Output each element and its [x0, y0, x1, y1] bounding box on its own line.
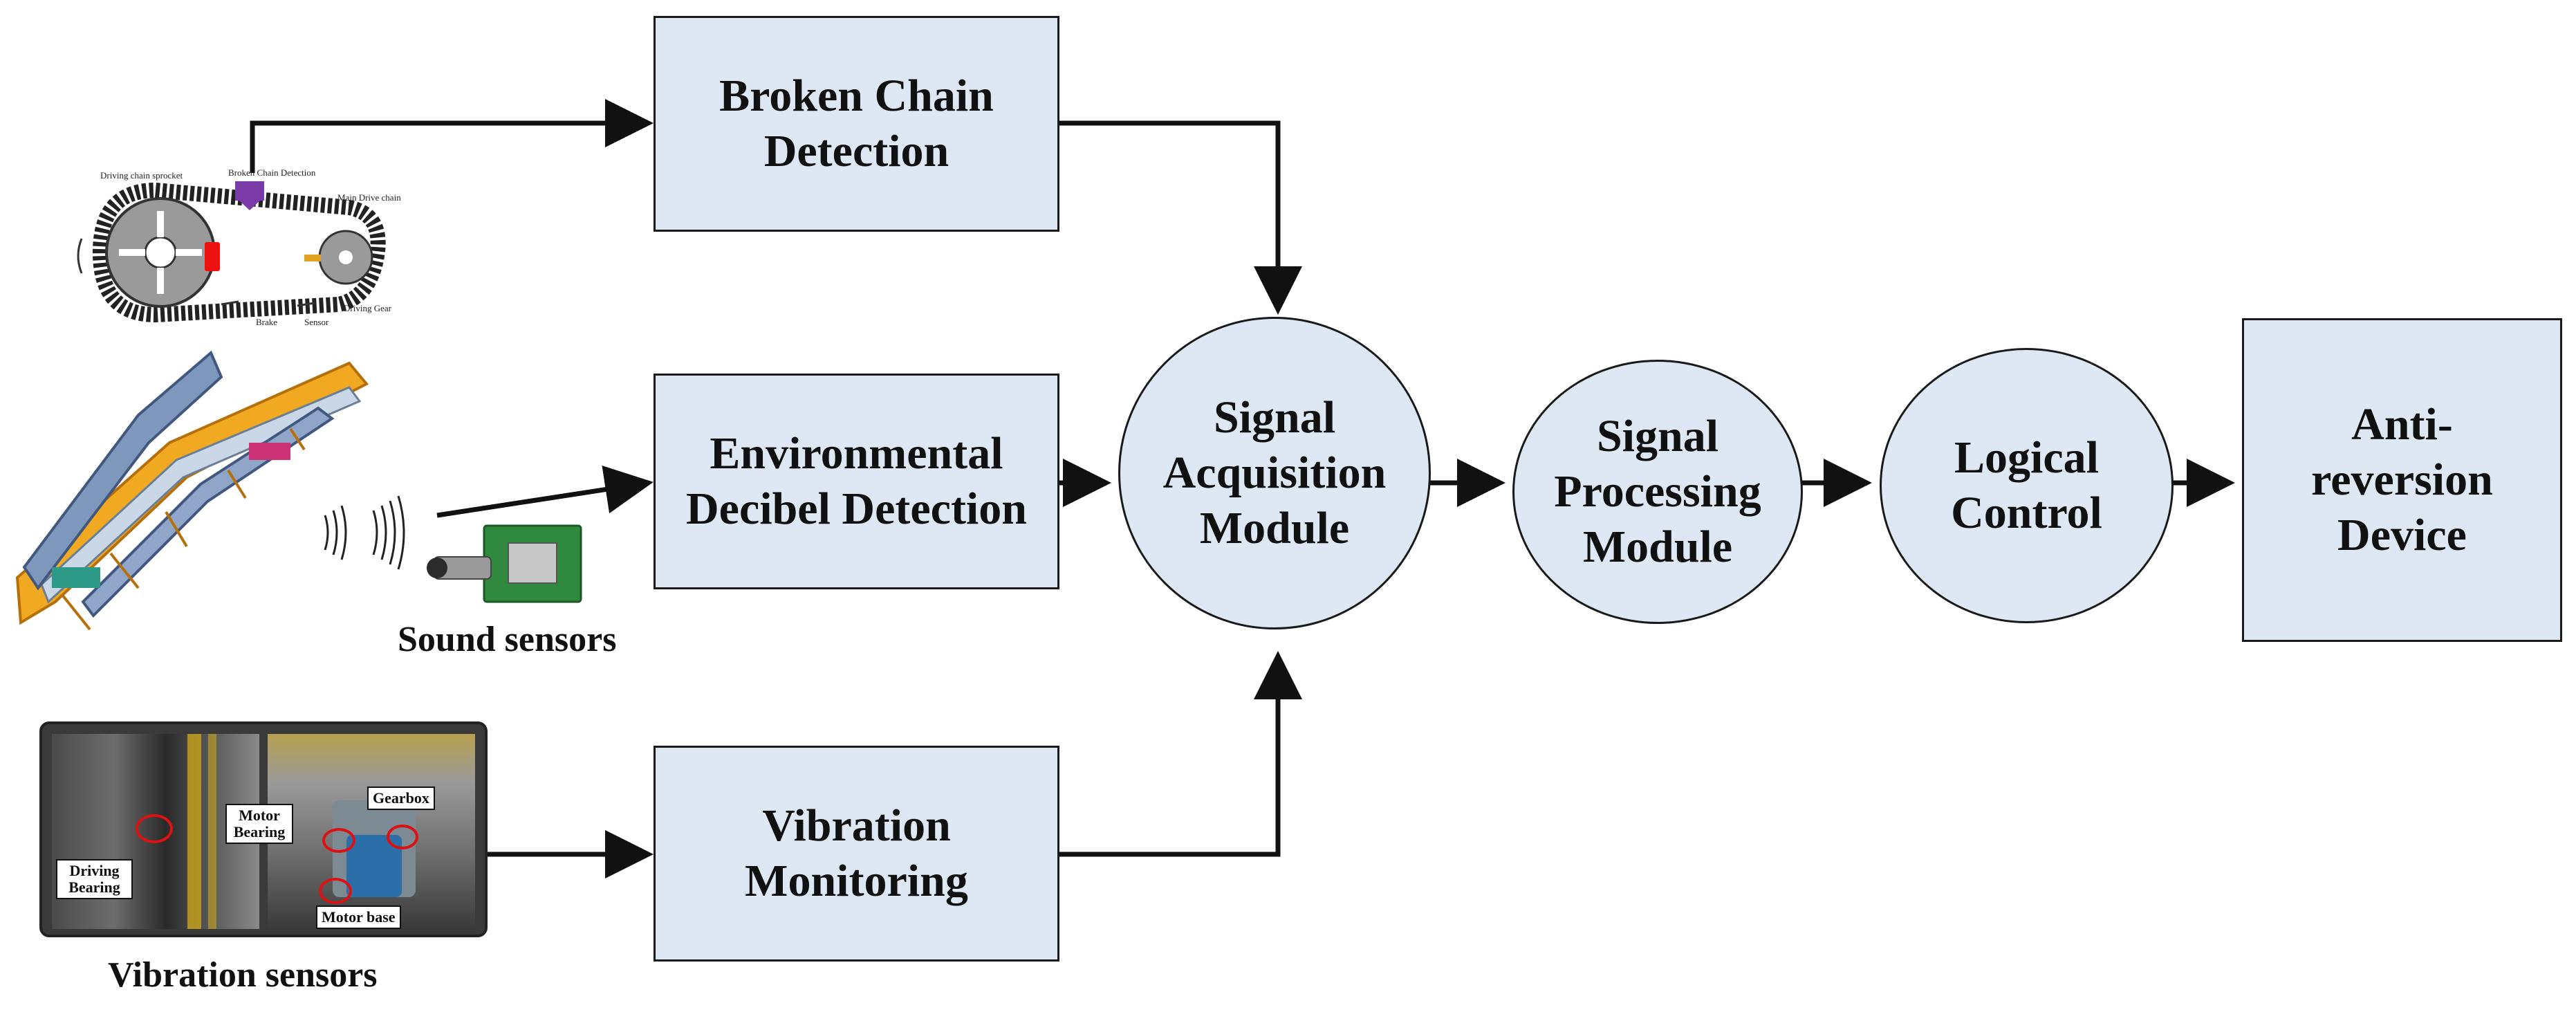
vibration-line1: Vibration: [762, 800, 951, 851]
processing-line2: Processing: [1554, 466, 1761, 517]
sensor-marker: [319, 878, 352, 904]
caption-sound-sensors: Sound sensors: [398, 620, 617, 659]
vibration-monitoring-box: Vibration Monitoring: [654, 746, 1059, 962]
sensor-board-icon: [427, 524, 582, 603]
logical-control: Logical Control: [1880, 348, 2174, 623]
signal-processing-module: Signal Processing Module: [1512, 360, 1803, 624]
chain-drive-icon: Driving chain sprocket Broken Chain Dete…: [77, 167, 401, 327]
label-motor-bearing: Motor Bearing: [225, 804, 293, 844]
acquisition-line2: Acquisition: [1162, 448, 1387, 498]
sensor-marker: [322, 828, 355, 853]
anti-reversion-line1: Anti-: [2351, 399, 2453, 450]
svg-text:Brake: Brake: [256, 317, 277, 327]
label-gearbox: Gearbox: [367, 786, 435, 810]
anti-reversion-line3: Device: [2337, 510, 2467, 560]
svg-text:Main Drive chain: Main Drive chain: [337, 192, 401, 203]
arrow-sound-to-environmental: [436, 465, 654, 518]
sensor-marker: [136, 814, 173, 843]
sensor-marker: [387, 825, 418, 849]
anti-reversion-line2: reversion: [2311, 454, 2493, 505]
processing-line1: Signal: [1596, 411, 1719, 461]
environmental-line2: Decibel Detection: [686, 484, 1027, 534]
broken-chain-detection-box: Broken Chain Detection: [654, 16, 1059, 232]
svg-text:Driving Gear: Driving Gear: [344, 303, 392, 313]
arrow-vibration-to-acquisition: [1059, 651, 1302, 857]
sound-wave-icon: [324, 495, 405, 570]
escalator-icon: [15, 350, 369, 631]
anti-reversion-device-box: Anti- reversion Device: [2242, 318, 2562, 642]
arrow-broken-chain-to-acquisition: [1059, 120, 1302, 315]
caption-vibration-sensors: Vibration sensors: [108, 955, 378, 995]
label-motor-base: Motor base: [316, 905, 401, 929]
svg-text:Driving chain sprocket: Driving chain sprocket: [100, 170, 183, 181]
logical-line1: Logical: [1954, 432, 2099, 483]
processing-line3: Module: [1582, 522, 1733, 572]
environmental-line1: Environmental: [710, 428, 1003, 479]
svg-text:Broken Chain Detection: Broken Chain Detection: [228, 167, 316, 178]
label-driving-bearing: Driving Bearing: [56, 859, 133, 899]
acquisition-line1: Signal: [1213, 392, 1336, 443]
machinery-photo-icon: Driving Bearing Motor Bearing Gearbox Mo…: [39, 721, 488, 937]
acquisition-line3: Module: [1199, 503, 1350, 553]
logical-line2: Control: [1951, 488, 2102, 538]
svg-text:Sensor: Sensor: [304, 317, 329, 327]
arrow-chain-to-broken-chain: [250, 99, 654, 173]
broken-chain-line1: Broken Chain: [719, 71, 994, 121]
vibration-line2: Monitoring: [745, 856, 968, 906]
environmental-decibel-detection-box: Environmental Decibel Detection: [654, 374, 1059, 589]
signal-acquisition-module: Signal Acquisition Module: [1118, 317, 1431, 629]
broken-chain-line2: Detection: [763, 126, 949, 176]
